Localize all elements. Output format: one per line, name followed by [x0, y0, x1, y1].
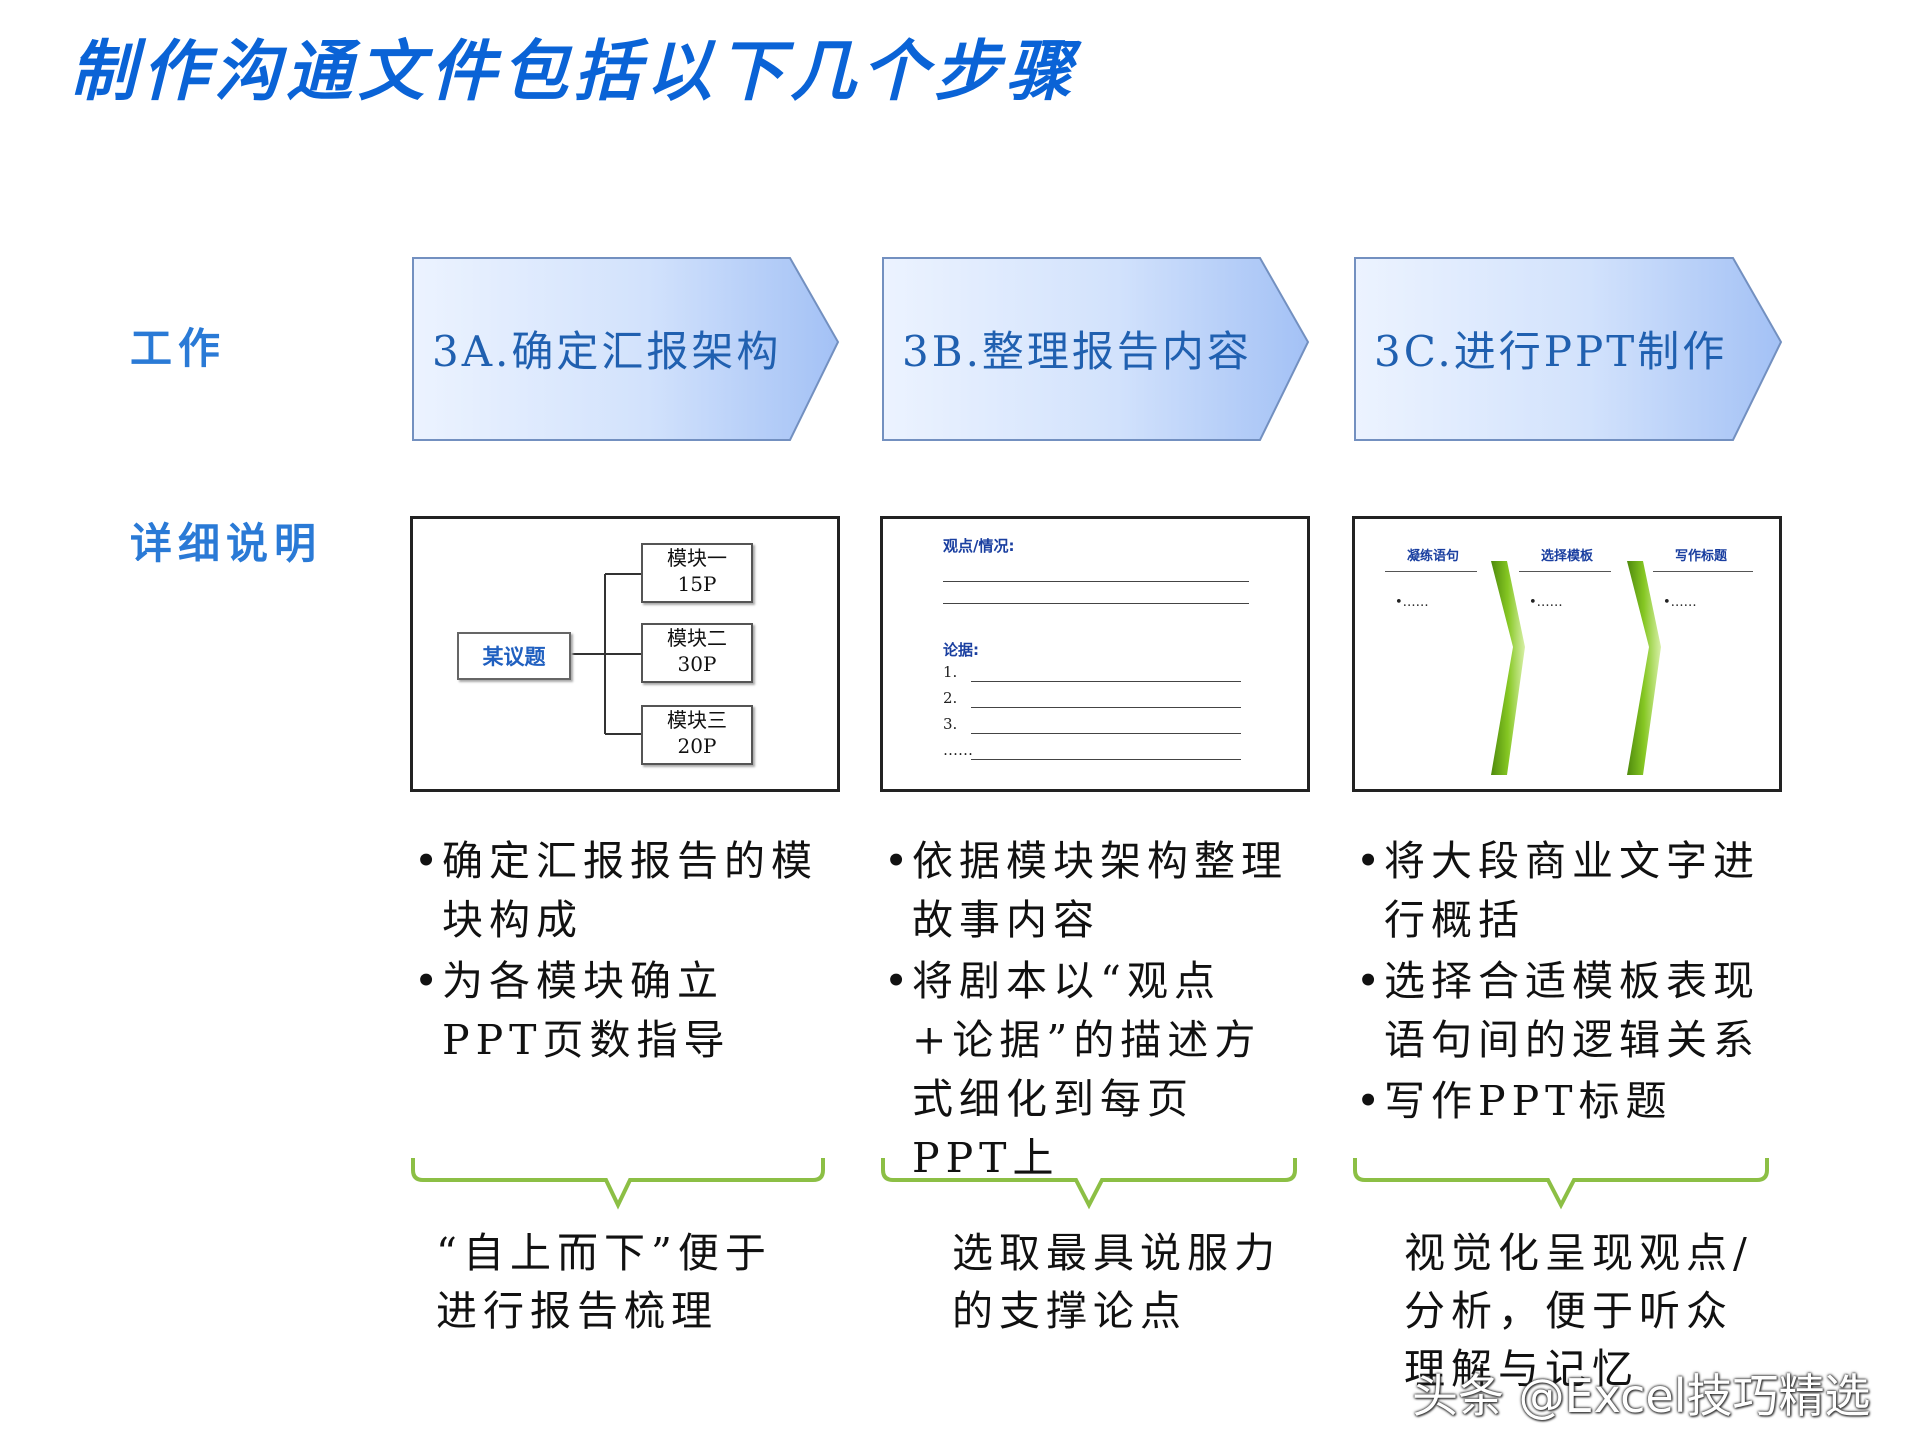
bullet-item: 确定汇报报告的模块构成	[414, 832, 824, 950]
module-box: 模块二 30P	[641, 623, 753, 683]
placeholder-text: •……	[1395, 595, 1429, 610]
column-title: 写作标题	[1674, 549, 1727, 564]
bullet-item: 为各模块确立PPT页数指导	[414, 952, 824, 1070]
step-label-3c: 3C.进行PPT制作	[1374, 327, 1728, 376]
view-label: 观点/情况:	[943, 537, 1015, 555]
list-item: 2.	[943, 689, 958, 707]
chevron-3b	[882, 257, 1310, 441]
green-arrow-2	[1627, 561, 1661, 775]
divider	[943, 581, 1249, 582]
list-item: ……	[943, 741, 973, 759]
placeholder-text: •……	[1663, 595, 1697, 610]
bullet-item: 写作PPT标题	[1356, 1072, 1766, 1131]
thumbnail-3b: 观点/情况: 论据: 1. 2. 3. ……	[880, 516, 1310, 792]
bullet-item: 选择合适模板表现语句间的逻辑关系	[1356, 952, 1766, 1070]
divider	[1385, 571, 1477, 572]
topic-box: 某议题	[457, 632, 571, 680]
list-item: 3.	[943, 715, 958, 733]
step-label-3b: 3B.整理报告内容	[902, 327, 1252, 376]
placeholder-text: •……	[1529, 595, 1563, 610]
bullet-list-3c: 将大段商业文字进行概括 选择合适模板表现语句间的逻辑关系 写作PPT标题	[1356, 832, 1766, 1131]
bullet-list-3a: 确定汇报报告的模块构成 为各模块确立PPT页数指导	[414, 832, 824, 1070]
thumbnail-3c: 凝练语句 选择模板 写作标题 •…… •…… •……	[1352, 516, 1782, 792]
divider	[1519, 571, 1611, 572]
watermark: 头条 @Excel技巧精选	[1412, 1369, 1871, 1423]
bullet-item: 将剧本以“观点+论据”的描述方式细化到每页PPT上	[884, 952, 1294, 1188]
bullet-list-3b: 依据模块架构整理故事内容 将剧本以“观点+论据”的描述方式细化到每页PPT上	[884, 832, 1294, 1188]
divider	[971, 707, 1241, 708]
chevron-3c	[1354, 257, 1783, 441]
green-arrows	[1491, 561, 1661, 775]
tree-connectors	[569, 573, 641, 735]
module-pages: 30P	[677, 652, 717, 676]
module-name: 模块三	[667, 708, 727, 732]
chevron-3a	[412, 257, 840, 441]
row-label-work: 工作	[130, 324, 227, 373]
summary-3c: 视觉化呈现观点/分析，便于听众理解与记忆	[1404, 1229, 1753, 1393]
summary-3b: 选取最具说服力的支撑论点	[952, 1229, 1281, 1335]
divider	[971, 681, 1241, 682]
divider	[971, 759, 1241, 760]
row-label-detail: 详细说明	[130, 519, 323, 568]
summary-3a: “自上而下”便于进行报告梳理	[436, 1229, 772, 1335]
bullet-item: 将大段商业文字进行概括	[1356, 832, 1766, 950]
module-name: 模块一	[667, 546, 727, 570]
page-title: 制作沟通文件包括以下几个步骤	[70, 32, 1078, 110]
divider	[943, 603, 1249, 604]
module-name: 模块二	[667, 626, 727, 650]
brace-3a	[411, 1158, 825, 1210]
step-label-3a: 3A.确定汇报架构	[432, 327, 782, 376]
thumbnail-3a: 某议题 模块一 15P 模块二 30P 模块三 20P	[410, 516, 840, 792]
module-pages: 20P	[677, 734, 717, 758]
bullet-item: 依据模块架构整理故事内容	[884, 832, 1294, 950]
column-title: 凝练语句	[1406, 549, 1459, 564]
divider	[1653, 571, 1753, 572]
column-title: 选择模板	[1540, 549, 1593, 564]
module-box: 模块一 15P	[641, 543, 753, 603]
module-pages: 15P	[677, 572, 717, 596]
list-item: 1.	[943, 663, 958, 681]
divider	[971, 733, 1241, 734]
evidence-label: 论据:	[943, 641, 979, 659]
module-box: 模块三 20P	[641, 705, 753, 765]
green-arrow-1	[1491, 561, 1525, 775]
brace-3c	[1353, 1158, 1769, 1210]
